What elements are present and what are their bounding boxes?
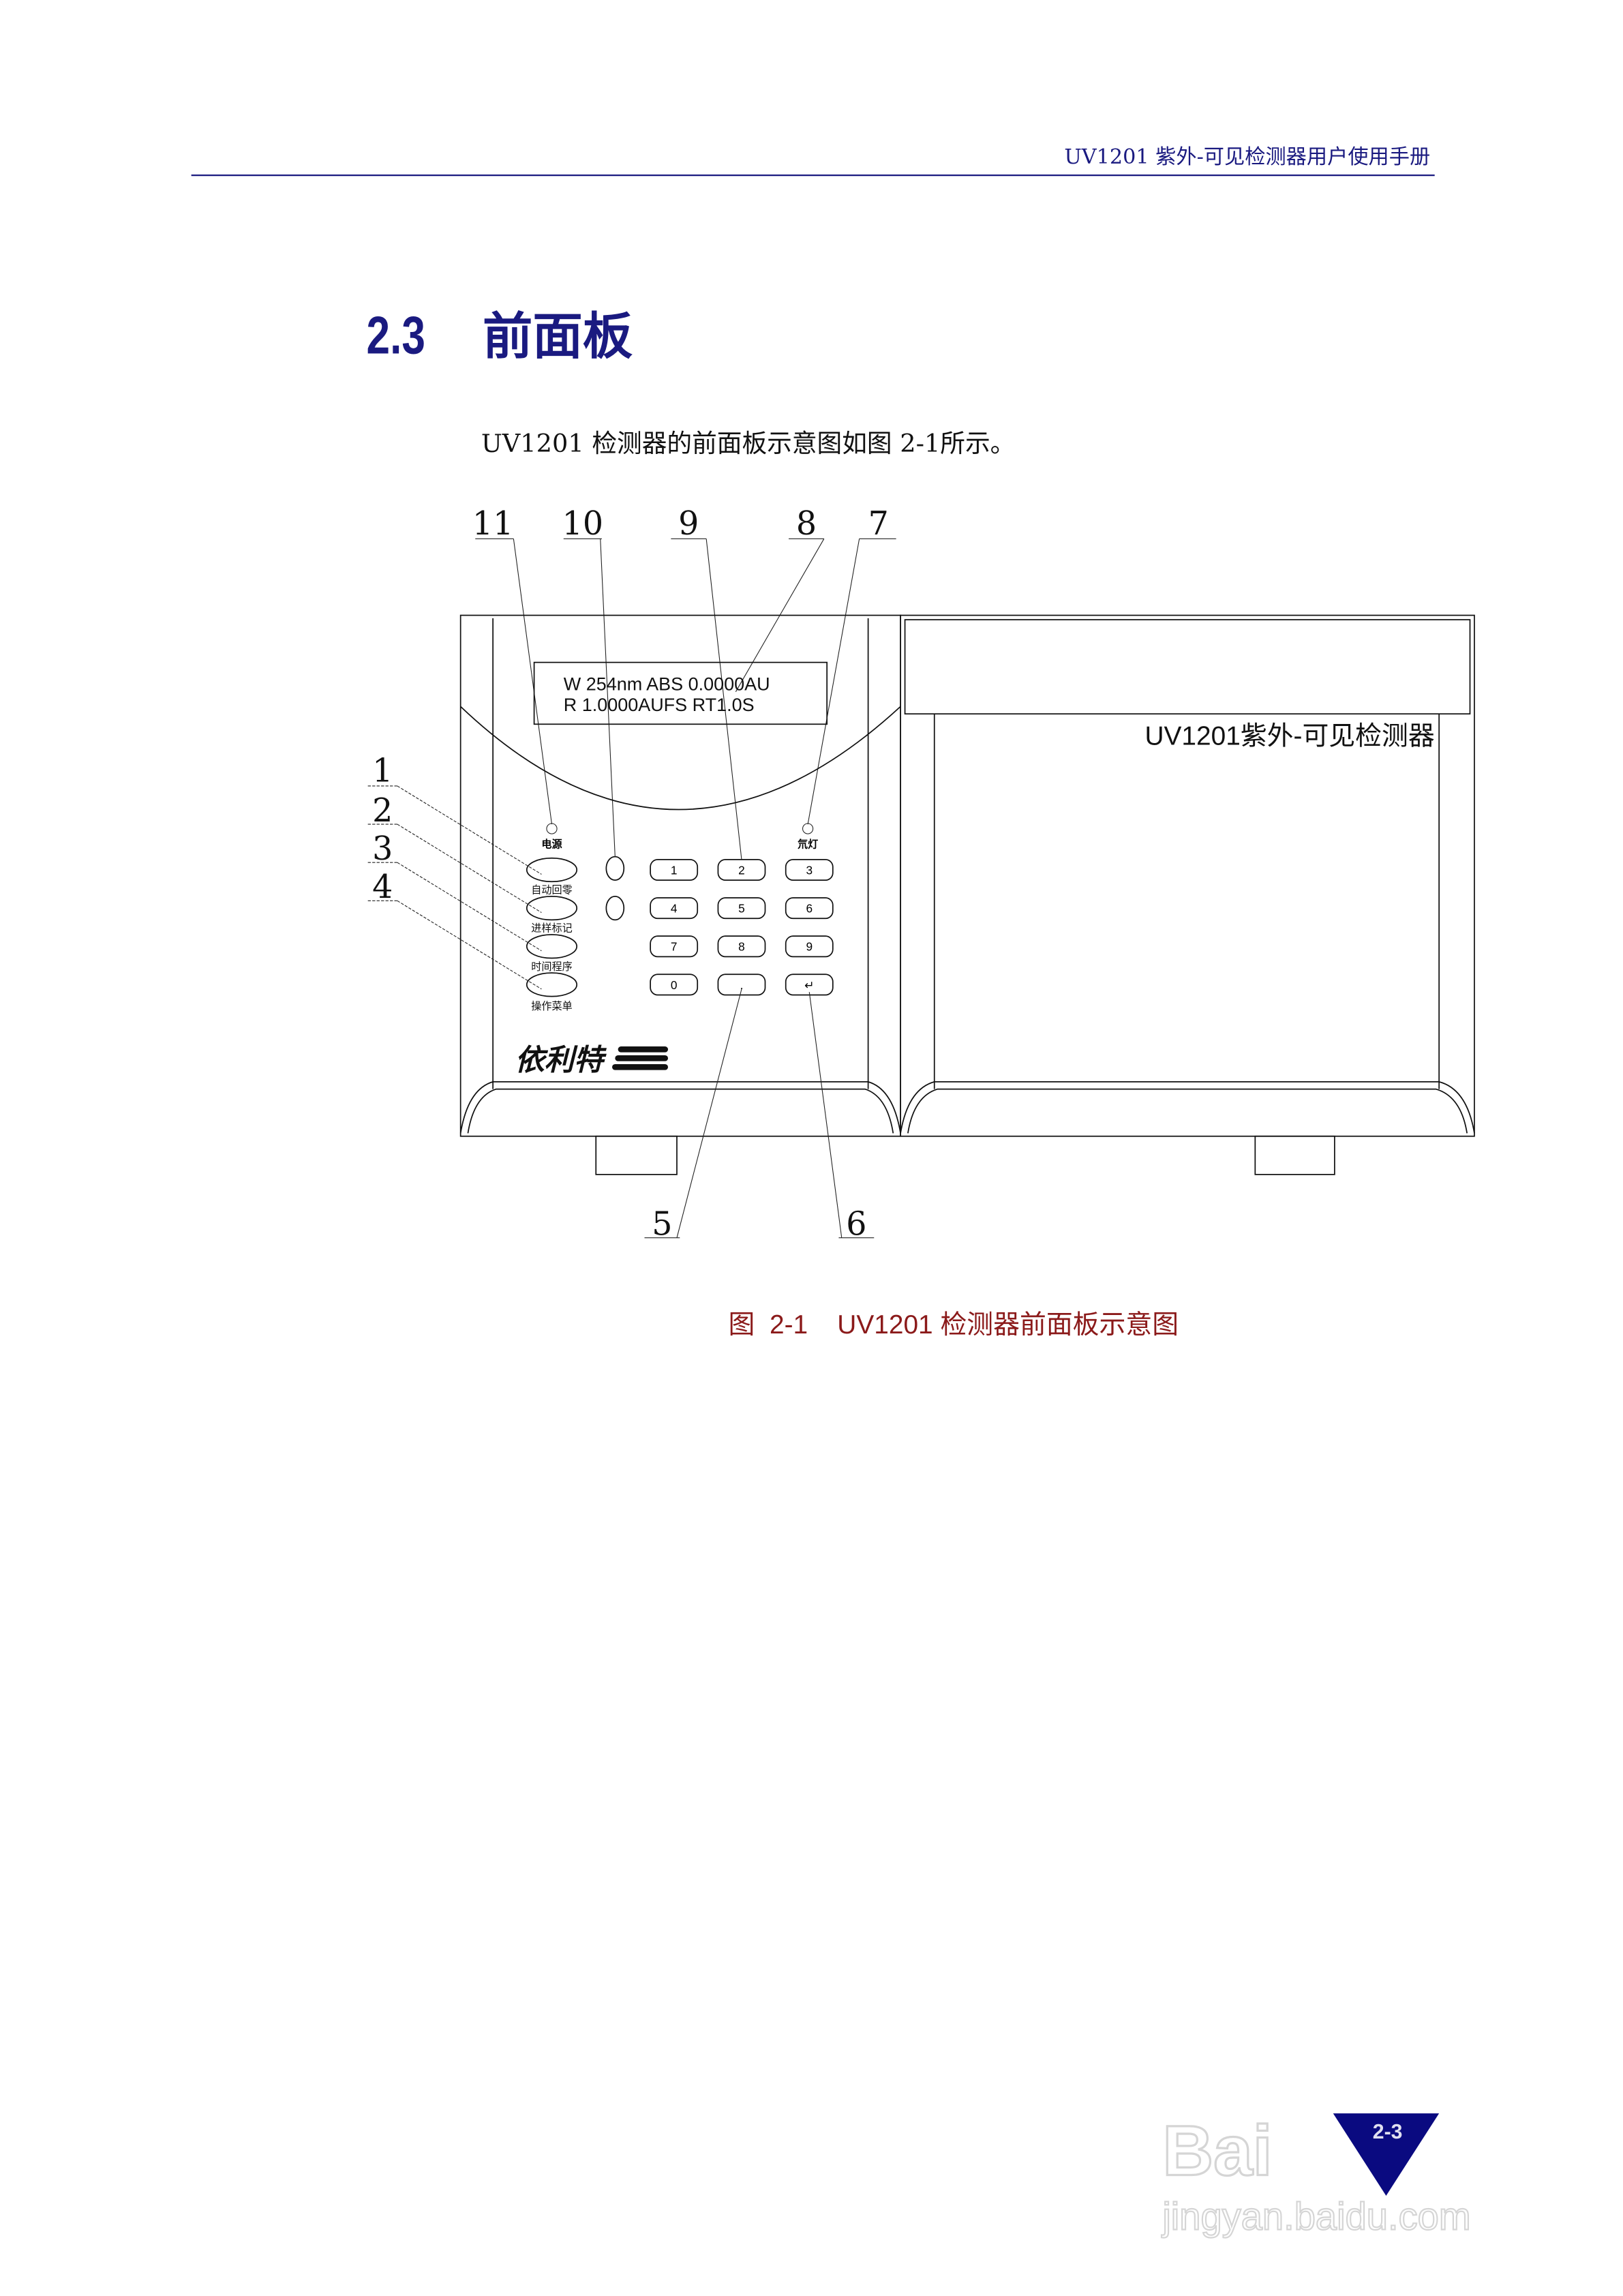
keypad-key-label: 2	[738, 863, 745, 877]
time-program-label: 时间程序	[531, 961, 572, 973]
keypad-key	[650, 973, 699, 996]
page-badge-icon	[1333, 2113, 1440, 2196]
callout-7: 7	[868, 505, 889, 543]
svg-text:jingyan.baidu.com: jingyan.baidu.com	[1161, 2195, 1470, 2238]
section-title: 前面板	[483, 308, 633, 364]
keypad-key	[650, 935, 699, 958]
lcd-line-2: R 1.0000AUFS RT1.0S	[564, 695, 755, 715]
power-led-icon	[546, 823, 558, 834]
figure-caption: 图 2-1 UV1201 检测器前面板示意图	[729, 1310, 1179, 1340]
knob-upper	[605, 856, 625, 881]
callout-6: 6	[846, 1205, 866, 1243]
callout-9: 9	[678, 505, 699, 543]
brand-logo: 依利特	[515, 1044, 607, 1077]
running-header: UV1201 紫外-可见检测器用户使用手册	[1064, 145, 1430, 169]
callout-2: 2	[372, 792, 393, 830]
section-number: 2.3	[367, 305, 425, 365]
keypad-key-label: 9	[806, 940, 813, 954]
keypad-key	[785, 859, 834, 881]
keypad-key	[650, 897, 699, 920]
lamp-led-icon	[802, 823, 814, 834]
callout-11: 11	[472, 505, 513, 543]
auto-zero-label: 自动回零	[531, 884, 572, 896]
callout-1: 1	[372, 752, 393, 789]
menu-key	[526, 972, 578, 997]
keypad-key	[717, 859, 766, 881]
keypad-key	[717, 935, 766, 958]
keypad-key	[785, 935, 834, 958]
time-program-key	[526, 934, 578, 959]
callout-4: 4	[372, 868, 393, 906]
keypad-key-label: 3	[806, 863, 813, 877]
menu-label: 操作菜单	[531, 1000, 572, 1012]
auto-zero-key	[526, 857, 578, 883]
keypad-key-label: .	[740, 978, 744, 992]
intro-paragraph: UV1201 检测器的前面板示意图如图 2-1所示。	[481, 429, 1015, 458]
keypad-key-label: 1	[671, 863, 678, 877]
callout-5: 5	[652, 1205, 672, 1243]
keypad-key	[785, 973, 834, 996]
model-label: UV1201紫外-可见检测器	[1144, 722, 1434, 751]
keypad-key-label: 5	[738, 902, 745, 916]
callout-10: 10	[562, 505, 603, 543]
power-led-label: 电源	[541, 839, 562, 851]
inject-mark-label: 进样标记	[531, 922, 572, 935]
keypad-key-label: 0	[671, 978, 678, 992]
svg-text:Bai: Bai	[1162, 2111, 1272, 2190]
keypad-key	[717, 973, 766, 996]
keypad-key	[717, 897, 766, 920]
keypad-key	[650, 859, 699, 881]
keypad-key-label: 8	[738, 940, 745, 954]
front-panel-diagram: 11 10 9 8 7 W 254nm ABS 0.0000AU R 1.000…	[367, 505, 1475, 1340]
brand-logo-stripes	[612, 1046, 669, 1070]
keypad-key-label: ↵	[804, 978, 814, 992]
lcd-line-1: W 254nm ABS 0.0000AU	[564, 674, 770, 695]
lamp-led-label: 氘灯	[798, 839, 818, 851]
callout-8: 8	[796, 505, 817, 543]
inject-mark-key	[526, 896, 578, 921]
baidu-watermark: Bai jingyan.baidu.com	[1160, 2110, 1471, 2239]
keypad-key-label: 4	[671, 902, 678, 916]
callout-3: 3	[372, 830, 393, 868]
keypad-key-label: 7	[671, 940, 678, 954]
keypad-key-label: 6	[806, 902, 813, 916]
knob-lower	[605, 896, 625, 921]
keypad-key	[785, 897, 834, 920]
keypad: 1 2 3 4 5 6 7 8 9 0. ↵	[650, 859, 834, 996]
page-number: 2-3	[1373, 2121, 1403, 2143]
